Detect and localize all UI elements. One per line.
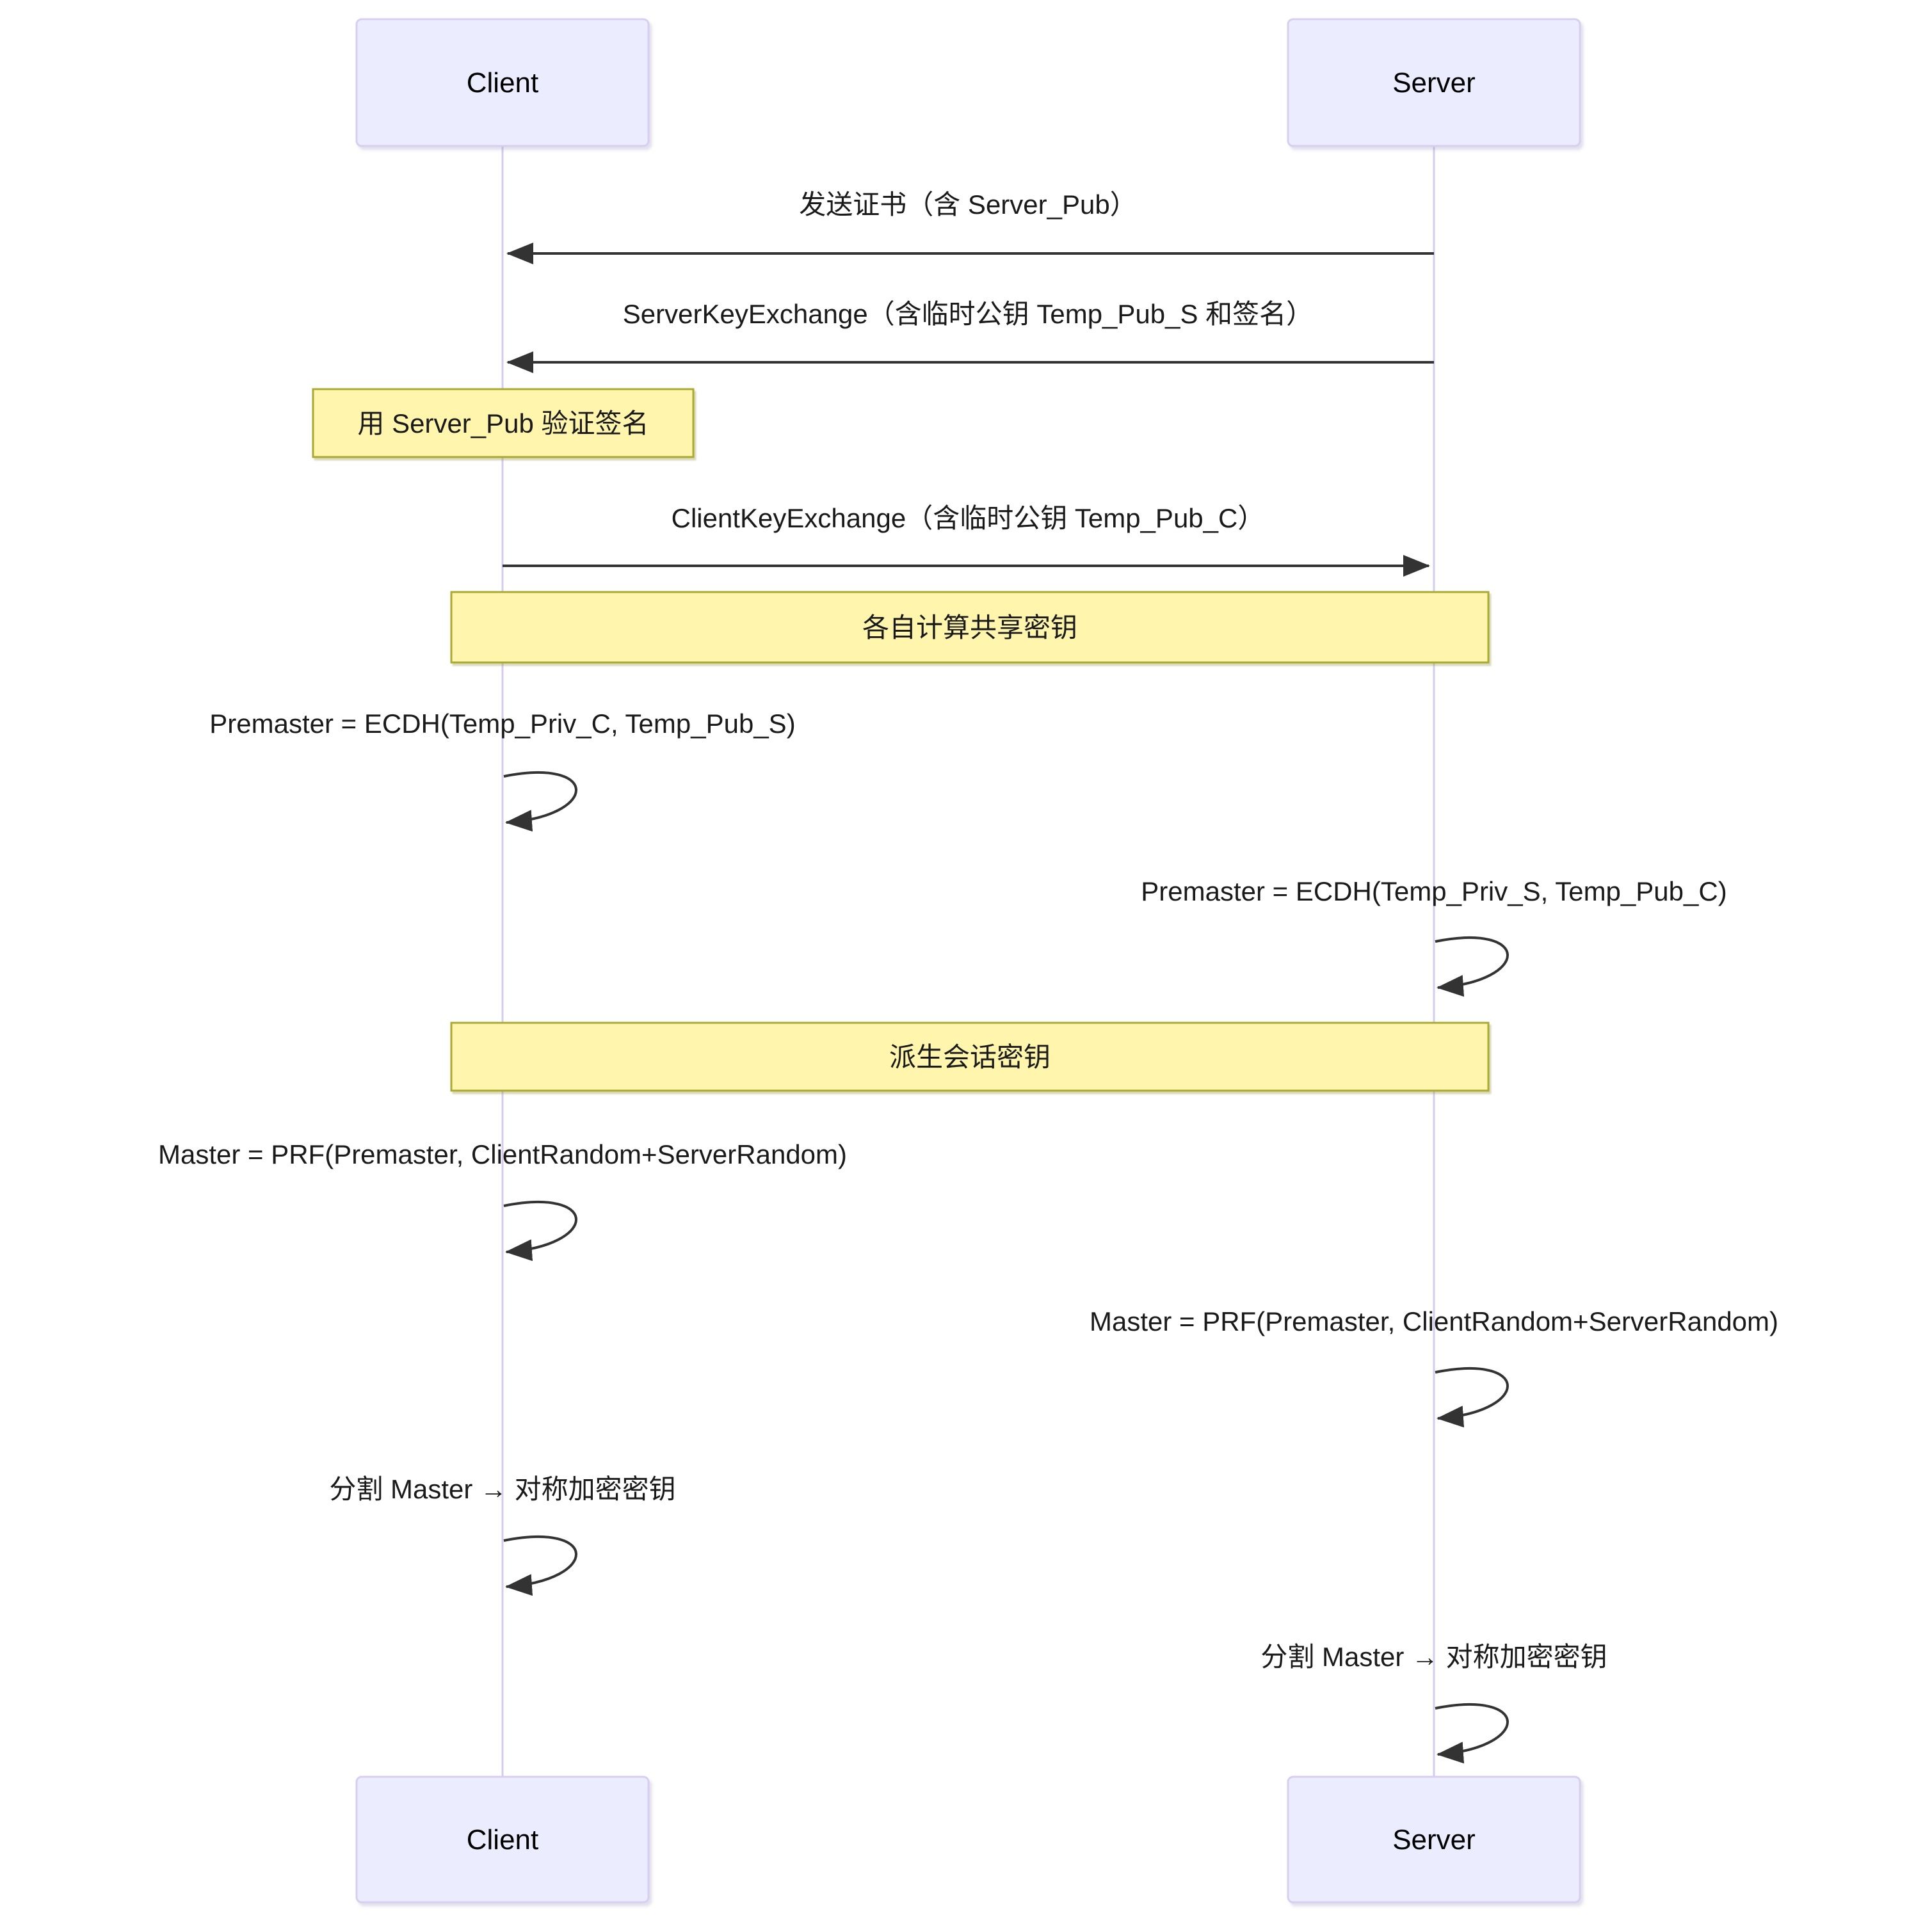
actor-client-top-label: Client [467,67,539,99]
actor-server-top-box [1287,18,1581,147]
note-verify-signature-label: 用 Server_Pub 验证签名 [357,408,648,438]
self-server-master-label: Master = PRF(Premaster, ClientRandom+Ser… [1090,1306,1778,1336]
note-verify-signature: 用 Server_Pub 验证签名 [312,388,695,458]
actors-bottom: Client Server [355,1776,1581,1904]
note-derive-session-keys-label: 派生会话密钥 [889,1042,1051,1072]
actor-server-bottom-label: Server [1392,1824,1476,1856]
self-client-split-master: 分割 Master → 对称加密密钥 [329,1474,676,1596]
message-client-key-exchange: ClientKeyExchange（含临时公钥 Temp_Pub_C） [503,503,1430,577]
self-server-premaster-label: Premaster = ECDH(Temp_Priv_S, Temp_Pub_C… [1141,876,1727,906]
note-verify-signature-box [312,388,695,458]
self-server-premaster-loop [1435,936,1509,997]
message-server-key-exchange-label: ServerKeyExchange（含临时公钥 Temp_Pub_S 和签名） [623,299,1313,329]
self-client-premaster-label: Premaster = ECDH(Temp_Priv_C, Temp_Pub_S… [209,709,795,739]
self-server-split-master-loop [1435,1703,1509,1764]
self-client-master-label: Master = PRF(Premaster, ClientRandom+Ser… [158,1139,847,1169]
message-server-key-exchange: ServerKeyExchange（含临时公钥 Temp_Pub_S 和签名） [506,299,1434,373]
note-compute-shared-secret: 各自计算共享密钥 [450,591,1490,664]
note-compute-shared-secret-label: 各自计算共享密钥 [862,613,1077,643]
note-compute-shared-secret-box [450,591,1490,664]
actor-server-bottom-box [1287,1776,1581,1904]
actor-server-top-label: Server [1392,67,1476,99]
actor-client-bottom-box [355,1776,650,1904]
self-server-split-master-label: 分割 Master → 对称加密密钥 [1260,1642,1607,1672]
self-server-split-master: 分割 Master → 对称加密密钥 [1260,1642,1607,1764]
message-send-certificate: 发送证书（含 Server_Pub） [506,189,1434,264]
self-server-master-loop [1435,1367,1509,1428]
self-server-premaster: Premaster = ECDH(Temp_Priv_S, Temp_Pub_C… [1141,876,1727,997]
self-server-master: Master = PRF(Premaster, ClientRandom+Ser… [1090,1306,1778,1428]
actors-top: Client Server [355,18,1581,147]
self-client-master-loop [503,1201,577,1262]
self-client-split-master-loop [503,1535,577,1596]
self-client-premaster: Premaster = ECDH(Temp_Priv_C, Temp_Pub_S… [209,709,796,832]
note-derive-session-keys: 派生会话密钥 [450,1022,1490,1092]
self-client-split-master-label: 分割 Master → 对称加密密钥 [329,1474,675,1504]
actor-client-bottom-label: Client [467,1824,539,1856]
self-client-premaster-loop [503,771,577,832]
message-send-certificate-label: 发送证书（含 Server_Pub） [799,189,1136,220]
message-client-key-exchange-label: ClientKeyExchange（含临时公钥 Temp_Pub_C） [672,503,1265,533]
actor-client-top-box [355,18,650,147]
note-derive-session-keys-box [450,1022,1490,1092]
self-client-master: Master = PRF(Premaster, ClientRandom+Ser… [158,1139,847,1262]
